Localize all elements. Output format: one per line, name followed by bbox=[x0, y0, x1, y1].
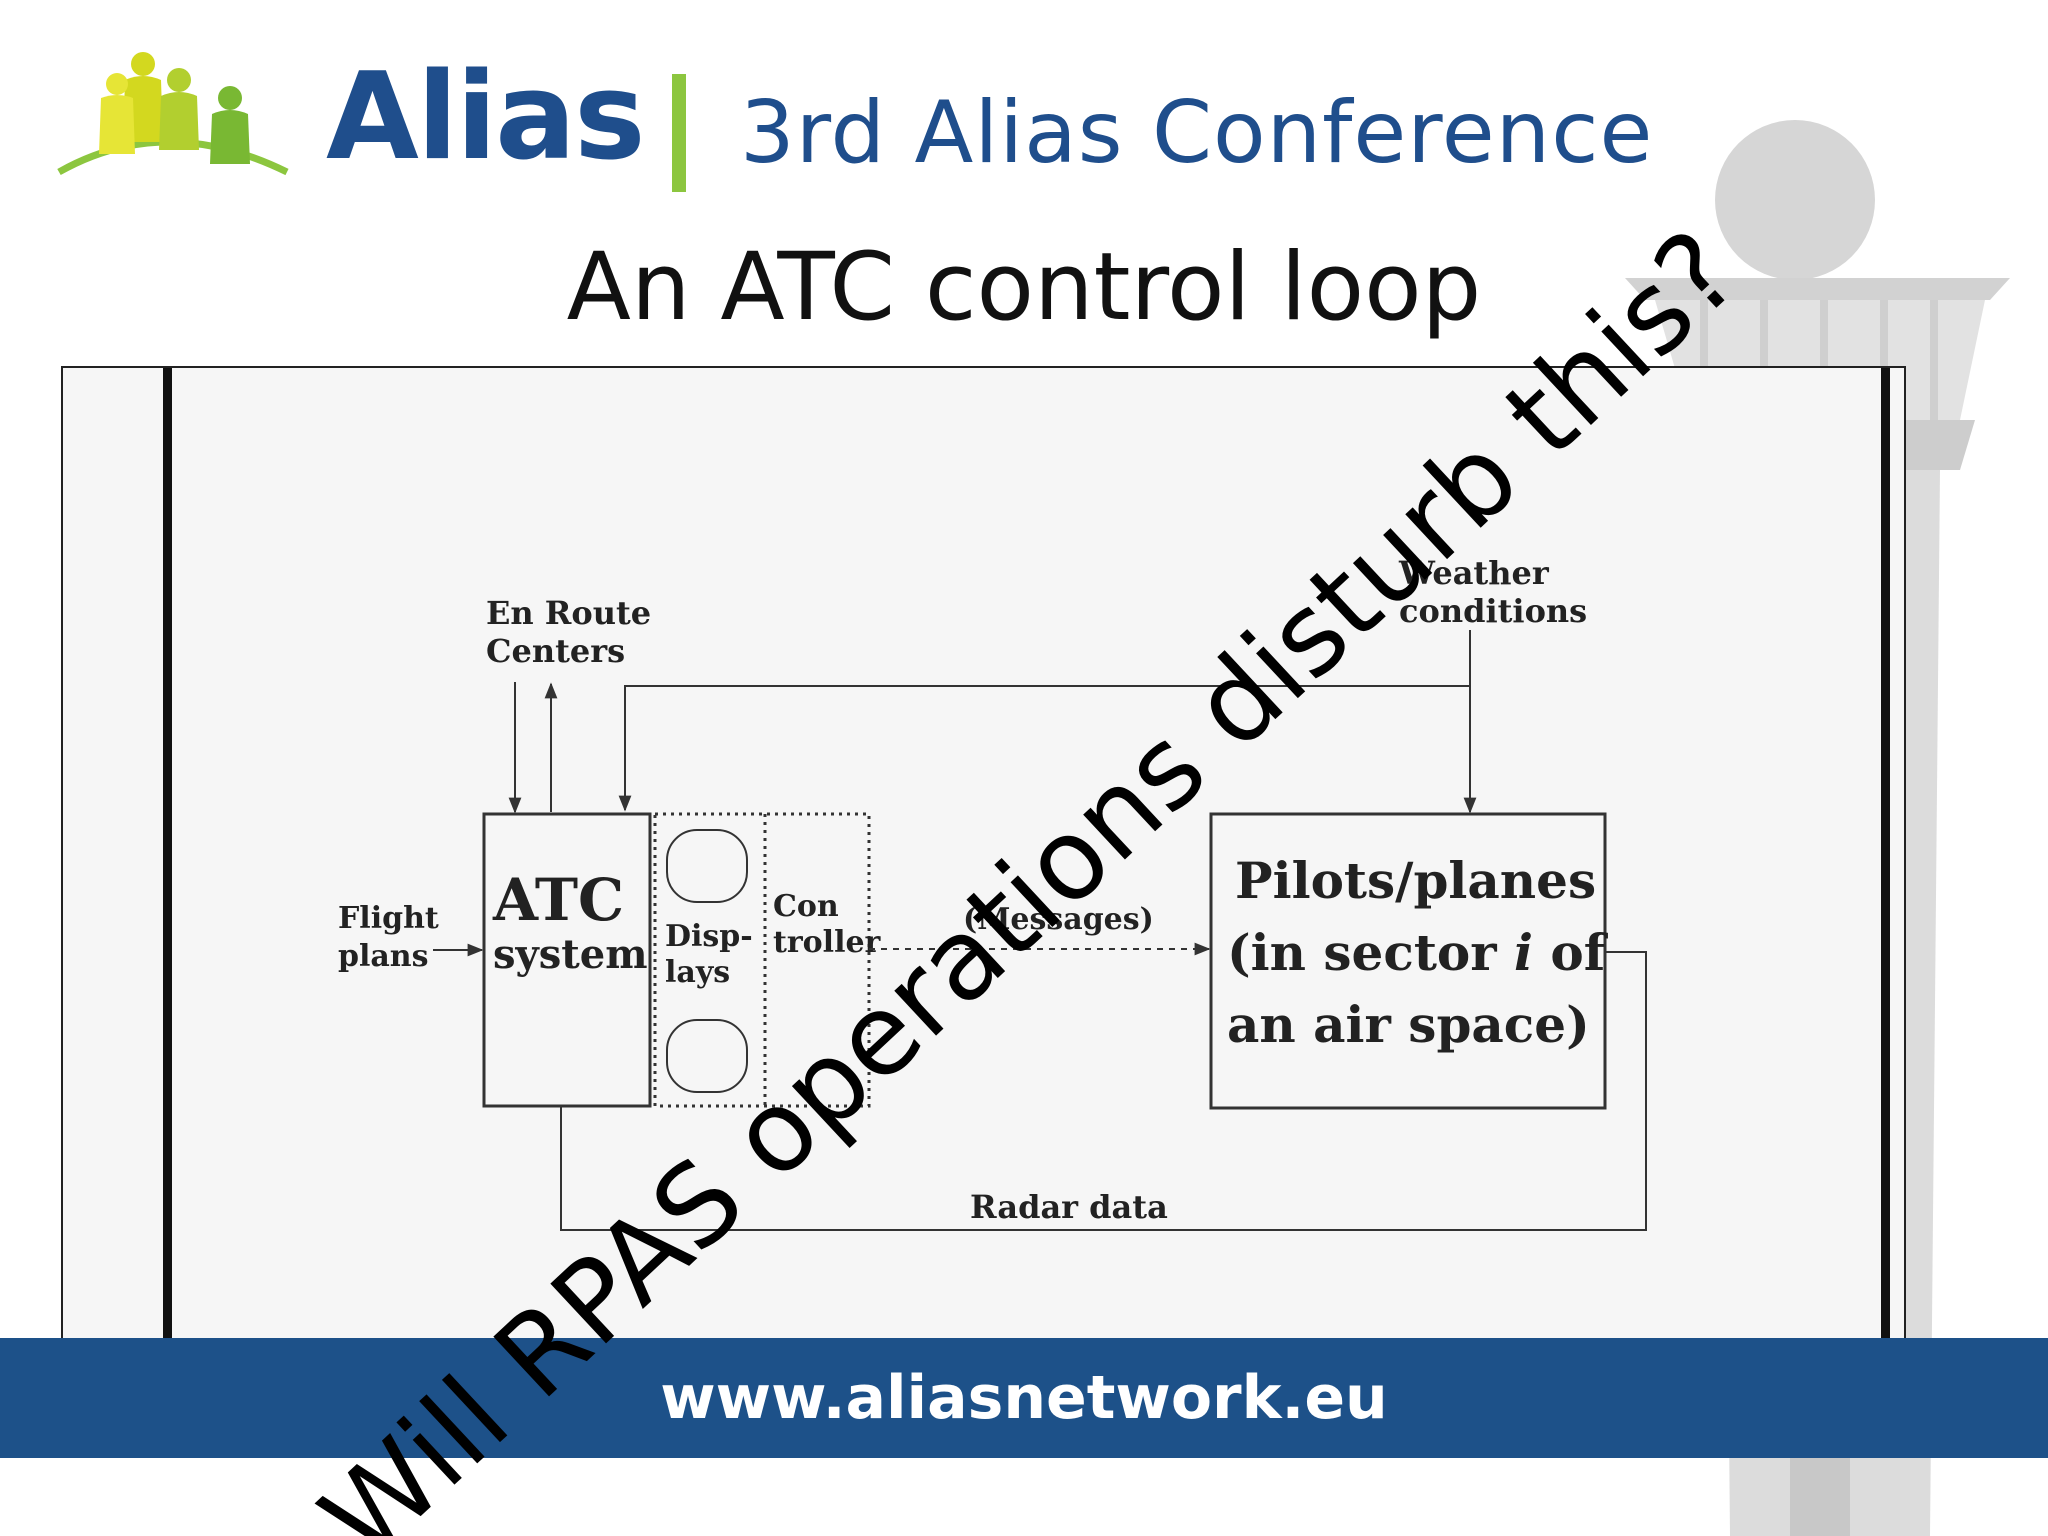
displays-controller-dotted-box bbox=[653, 812, 871, 1108]
weather-to-atc-arrow bbox=[618, 630, 1471, 812]
logo-divider bbox=[672, 74, 686, 192]
displays-label-1: Disp- bbox=[665, 919, 753, 954]
footer-band bbox=[0, 1338, 2048, 1458]
system-label: system bbox=[493, 931, 648, 978]
pilots-planes-box bbox=[1209, 812, 1607, 1110]
radar-data-label: Radar data bbox=[970, 1188, 1168, 1226]
display-screen-bottom bbox=[666, 1019, 748, 1093]
flight-plans-label-1: Flight bbox=[338, 901, 439, 936]
header: Alias 3rd Alias Conference bbox=[0, 0, 2048, 230]
flight-plans-label-2: plans bbox=[338, 939, 429, 974]
en-route-label-1: En Route bbox=[486, 594, 651, 632]
weather-label-2: conditions bbox=[1399, 592, 1587, 630]
atc-label: ATC bbox=[492, 866, 624, 934]
controller-label-2: troller bbox=[773, 925, 882, 960]
pilots-label-2: (in sector i of bbox=[1227, 923, 1609, 982]
conference-name: 3rd Alias Conference bbox=[740, 83, 1654, 183]
messages-label: (Messages) bbox=[963, 902, 1154, 937]
alias-people-logo-icon bbox=[57, 52, 289, 176]
footer-url: www.aliasnetwork.eu bbox=[660, 1363, 1388, 1433]
slide-title: An ATC control loop bbox=[566, 233, 1482, 342]
atc-control-loop-diagram: En Route Centers Weather conditions Flig… bbox=[163, 368, 1890, 1360]
alias-logo-text: Alias bbox=[326, 48, 646, 187]
right-page-edge bbox=[1881, 368, 1890, 1360]
radar-feedback-line bbox=[560, 951, 1647, 1231]
pilots-label-1: Pilots/planes bbox=[1235, 851, 1596, 910]
en-route-label-2: Centers bbox=[486, 632, 625, 670]
pilots-label-3: an air space) bbox=[1227, 995, 1590, 1054]
controller-label-1: Con bbox=[773, 889, 839, 924]
atc-system-box bbox=[482, 812, 652, 1108]
display-screen-top bbox=[666, 829, 748, 903]
weather-label-1: Weather bbox=[1398, 554, 1550, 592]
displays-label-2: lays bbox=[665, 955, 730, 990]
left-page-edge bbox=[163, 368, 172, 1360]
